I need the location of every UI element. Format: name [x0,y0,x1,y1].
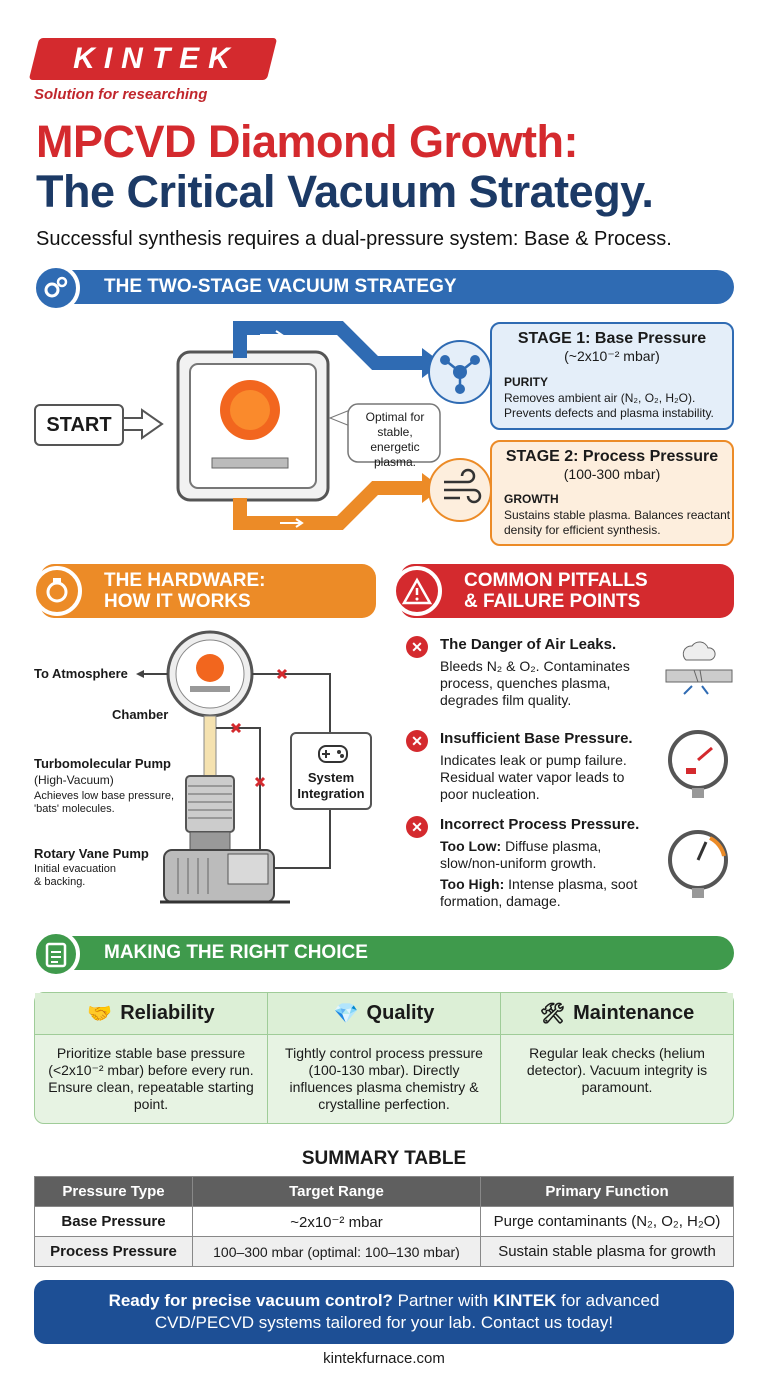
subtitle: Successful synthesis requires a dual-pre… [36,228,672,250]
table-header: Primary Function [480,1176,734,1207]
wind-icon [428,458,492,522]
table-cell: 100–300 mbar (optimal: 100–130 mbar) [192,1236,481,1267]
rotary-pump-desc: Initial evacuation & backing. [34,863,116,888]
plasma-callout: Optimal for stable, energetic plasma. [365,410,425,469]
system-integration-label: System Integration [297,770,365,801]
table-header-row: Pressure Type Target Range Primary Funct… [34,1176,734,1207]
table-cell: ~2x10⁻² mbar [192,1206,481,1237]
table-row: Process Pressure 100–300 mbar (optimal: … [34,1236,734,1267]
turbo-pump-title: Turbomolecular Pump [34,756,171,771]
stage-1-box: STAGE 1: Base Pressure (~2x10⁻² mbar) PU… [490,322,734,430]
stage-1-keyword: PURITY [504,375,549,389]
table-cell: Process Pressure [34,1236,193,1267]
cta-line-1: Ready for precise vacuum control? Partne… [34,1290,734,1312]
stage-1-desc: Removes ambient air (N₂, O₂, H₂O). Preve… [504,391,714,420]
gamepad-icon [318,745,348,763]
table-cell: Purge contaminants (N₂, O₂, H₂O) [480,1206,734,1237]
pitfalls-banner-l1: COMMON PITFALLS [464,570,648,591]
hardware-diagram [136,630,331,904]
pressure-gauge-high-icon [668,830,728,898]
footer-url[interactable]: kintekfurnace.com [323,1350,445,1367]
pressure-gauge-low-icon [668,730,728,798]
stage-2-desc: Sustains stable plasma. Balances reactan… [504,508,731,537]
choice-reliability-text: Prioritize stable base pressure (<2x10⁻²… [48,1045,254,1112]
hardware-banner-l1: THE HARDWARE: [104,570,266,591]
pitfall-1-title: The Danger of Air Leaks. [440,636,617,653]
stage-2-keyword: GROWTH [504,492,559,506]
table-header: Pressure Type [34,1176,193,1207]
choice-reliability-title: Reliability [120,1002,215,1024]
choice-maintenance-header: 🛠 Maintenance [501,993,733,1035]
cta-headline: Ready for precise vacuum control? [108,1291,393,1310]
turbo-pump-sub: (High-Vacuum) [34,773,114,787]
table-row: Base Pressure ~2x10⁻² mbar Purge contami… [34,1206,734,1237]
strategy-diagram [121,321,442,530]
summary-table: Pressure Type Target Range Primary Funct… [34,1176,734,1267]
rotary-pump-title: Rotary Vane Pump [34,846,149,861]
choice-banner-label: MAKING THE RIGHT CHOICE [104,942,368,963]
atmosphere-label: To Atmosphere [34,666,128,681]
strategy-banner-label: THE TWO-STAGE VACUUM STRATEGY [104,276,457,297]
stage-1-range: (~2x10⁻² mbar) [564,348,660,364]
warning-icon [392,566,442,616]
pitfall-2-title: Insufficient Base Pressure. [440,730,633,747]
choice-quality-title: Quality [366,1002,435,1024]
choice-maintenance-title: Maintenance [573,1002,695,1024]
x-icon: ✕ [406,816,428,838]
choice-maintenance-text: Regular leak checks (helium detector). V… [526,1045,708,1095]
choice-reliability-header: 🤝 Reliability [35,993,267,1035]
molecule-icon [428,340,492,404]
pitfall-3-high-text: Intense plasma, soot formation, damage. [440,876,638,909]
tools-icon: 🛠 [539,1003,566,1025]
air-leak-icon [665,641,733,695]
clipboard-icon [32,930,80,978]
stage-2-title: STAGE 2: Process Pressure [505,448,719,465]
gears-icon [32,264,80,312]
stage-1-title: STAGE 1: Base Pressure [517,330,707,347]
logo-tagline: Solution for researching [34,86,208,103]
start-box: START [34,404,124,446]
title-line-2: The Critical Vacuum Strategy. [36,166,654,217]
pitfall-3-high: Too High: Intense plasma, soot formation… [440,876,650,910]
pump-icon [32,566,82,616]
stage-2-box: STAGE 2: Process Pressure (100-300 mbar)… [490,440,734,546]
pitfall-3-low-text: Diffuse plasma, slow/non-uniform growth. [440,838,602,871]
pitfalls-banner: COMMON PITFALLS& FAILURE POINTS [400,564,734,618]
system-integration-box: System Integration [290,732,372,810]
hardware-banner: THE HARDWARE:HOW IT WORKS [40,564,376,618]
strategy-banner: THE TWO-STAGE VACUUM STRATEGY [40,270,734,304]
stage-2-range: (100-300 mbar) [563,466,661,482]
diamond-icon: 💎 [333,1003,359,1025]
title-line-1: MPCVD Diamond Growth: [36,116,578,167]
table-cell: Sustain stable plasma for growth [480,1236,734,1267]
choice-quality-header: 💎 Quality [268,993,500,1035]
pitfall-3-title: Incorrect Process Pressure. [440,816,640,833]
pitfalls-banner-l2: & FAILURE POINTS [464,591,641,612]
choice-reliability: 🤝 Reliability Prioritize stable base pres… [34,992,268,1124]
pitfall-3-high-label: Too High: [440,876,505,892]
choice-banner: MAKING THE RIGHT CHOICE [40,936,734,970]
table-header: Target Range [192,1176,481,1207]
cta-text: Partner with [392,1291,494,1310]
x-icon: ✕ [406,636,428,658]
logo-brand: KINTEK [73,42,239,75]
cta-line-2: CVD/PECVD systems tailored for your lab.… [154,1313,614,1332]
choice-maintenance: 🛠 Maintenance Regular leak checks (helium… [500,992,734,1124]
x-icon: ✕ [406,730,428,752]
pitfall-3-low-label: Too Low: [440,838,502,854]
choice-quality: 💎 Quality Tightly control process pressur… [267,992,501,1124]
turbo-pump-desc: Achieves low base pressure, 'bats' molec… [34,790,175,815]
cta-banner[interactable]: Ready for precise vacuum control? Partne… [34,1280,734,1344]
choice-quality-text: Tightly control process pressure (100-13… [285,1045,483,1112]
summary-title: SUMMARY TABLE [301,1148,467,1169]
hardware-banner-l2: HOW IT WORKS [104,591,251,612]
pitfall-1-text: Bleeds N₂ & O₂. Contaminates process, qu… [440,658,630,708]
pitfall-3-low: Too Low: Diffuse plasma, slow/non-unifor… [440,838,650,872]
pitfall-2-text: Indicates leak or pump failure. Residual… [440,752,627,802]
cta-brand: KINTEK [493,1291,557,1310]
handshake-icon: 🤝 [87,1003,113,1025]
cta-text-end: for advanced [556,1291,660,1310]
table-cell: Base Pressure [34,1206,193,1237]
chamber-label: Chamber [112,707,169,722]
